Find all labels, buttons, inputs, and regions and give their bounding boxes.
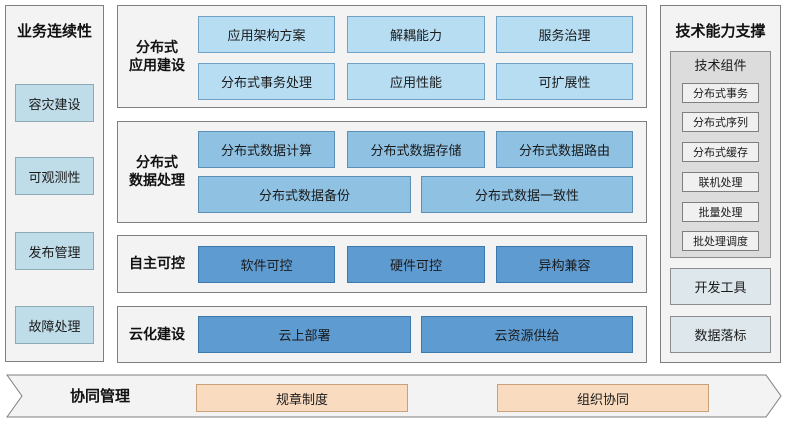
business-continuity-title: 业务连续性 <box>16 22 92 40</box>
app-box-architecture: 应用架构方案 <box>198 16 335 53</box>
component-distributed-transaction: 分布式事务 <box>682 83 759 103</box>
app-construction-title: 分布式 应用建设 <box>117 5 197 108</box>
app-box-scalability: 可扩展性 <box>496 63 633 100</box>
component-batch-scheduling: 批处理调度 <box>682 231 759 251</box>
ctrl-box-heterogeneous: 异构兼容 <box>496 246 633 283</box>
collab-box-organization: 组织协同 <box>497 384 709 412</box>
data-box-storage: 分布式数据存储 <box>347 131 485 168</box>
collaboration-title: 协同管理 <box>69 387 130 405</box>
app-title-line1: 分布式 <box>136 39 178 56</box>
data-box-backup: 分布式数据备份 <box>198 176 411 213</box>
data-title-line1: 分布式 <box>136 155 178 171</box>
tool-dev-tools: 开发工具 <box>670 268 771 305</box>
collab-box-regulations: 规章制度 <box>196 384 408 412</box>
cloud-box-resource-supply: 云资源供给 <box>421 316 633 353</box>
component-batch-processing: 批量处理 <box>682 202 759 222</box>
data-box-compute: 分布式数据计算 <box>198 131 335 168</box>
component-distributed-sequence: 分布式序列 <box>682 112 759 132</box>
ctrl-box-hardware: 硬件可控 <box>347 246 485 283</box>
app-title-line2: 应用建设 <box>129 57 185 74</box>
component-distributed-cache: 分布式缓存 <box>682 142 759 162</box>
left-item-release-management: 发布管理 <box>15 232 94 270</box>
app-box-service-governance: 服务治理 <box>496 16 633 53</box>
app-box-decoupling: 解耦能力 <box>347 16 485 53</box>
left-item-fault-handling: 故障处理 <box>15 306 94 344</box>
cloud-title: 云化建设 <box>129 326 185 343</box>
tech-components-title: 技术组件 <box>694 58 747 74</box>
data-processing-title: 分布式 数据处理 <box>117 121 197 223</box>
data-title-line2: 数据处理 <box>129 173 185 189</box>
data-box-routing: 分布式数据路由 <box>496 131 633 168</box>
data-box-consistency: 分布式数据一致性 <box>421 176 633 213</box>
app-box-performance: 应用性能 <box>347 63 485 100</box>
left-item-observability: 可观测性 <box>15 157 94 195</box>
autonomy-title: 自主可控 <box>129 256 185 272</box>
tech-support-title: 技术能力支撑 <box>675 22 766 40</box>
app-box-distributed-transaction: 分布式事务处理 <box>198 63 335 100</box>
component-online-processing: 联机处理 <box>682 172 759 192</box>
cloud-box-deployment: 云上部署 <box>198 316 411 353</box>
tool-data-standard: 数据落标 <box>670 316 771 353</box>
left-item-disaster-recovery: 容灾建设 <box>15 84 94 122</box>
ctrl-box-software: 软件可控 <box>198 246 335 283</box>
